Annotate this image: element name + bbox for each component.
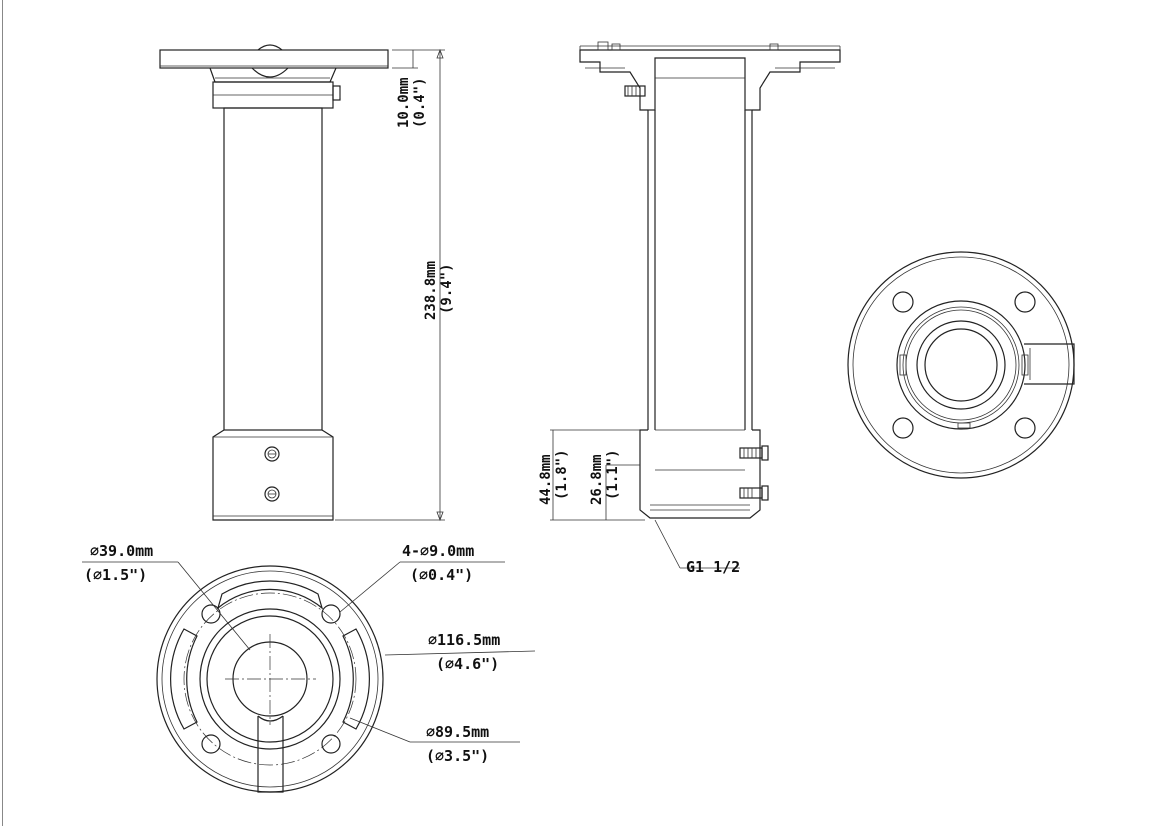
flange-height-mm: 10.0mm	[396, 77, 412, 128]
section-dimension-lines	[550, 429, 740, 569]
page-border	[2, 0, 3, 826]
pcd-mm: ∅89.5mm	[426, 723, 489, 741]
front-view	[159, 44, 389, 521]
bore-dia-mm: ∅39.0mm	[90, 542, 153, 560]
bottom-view	[156, 565, 384, 793]
pcd-in: (∅3.5")	[426, 747, 489, 765]
bore-dia-in: (∅1.5")	[84, 566, 147, 584]
overall-length-mm: 238.8mm	[423, 261, 439, 320]
section-view	[579, 41, 841, 519]
front-dimension-lines	[335, 48, 445, 522]
flange-height-in: (0.4")	[412, 77, 428, 128]
lower-sleeve-mm: 44.8mm	[538, 454, 554, 505]
thread-spec-label: G1 1/2	[686, 558, 740, 576]
hole-dia-mm: 4-∅9.0mm	[402, 542, 474, 560]
overall-length-in: (9.4")	[439, 263, 455, 314]
lower-sleeve-in: (1.8")	[554, 449, 570, 500]
flange-dia-in: (∅4.6")	[436, 655, 499, 673]
top-view	[847, 251, 1075, 479]
bottom-dimension-lines	[82, 561, 536, 743]
thread-length-in: (1.1")	[605, 449, 621, 500]
flange-dia-mm: ∅116.5mm	[428, 631, 500, 649]
thread-length-mm: 26.8mm	[589, 454, 605, 505]
hole-dia-in: (∅0.4")	[410, 566, 473, 584]
